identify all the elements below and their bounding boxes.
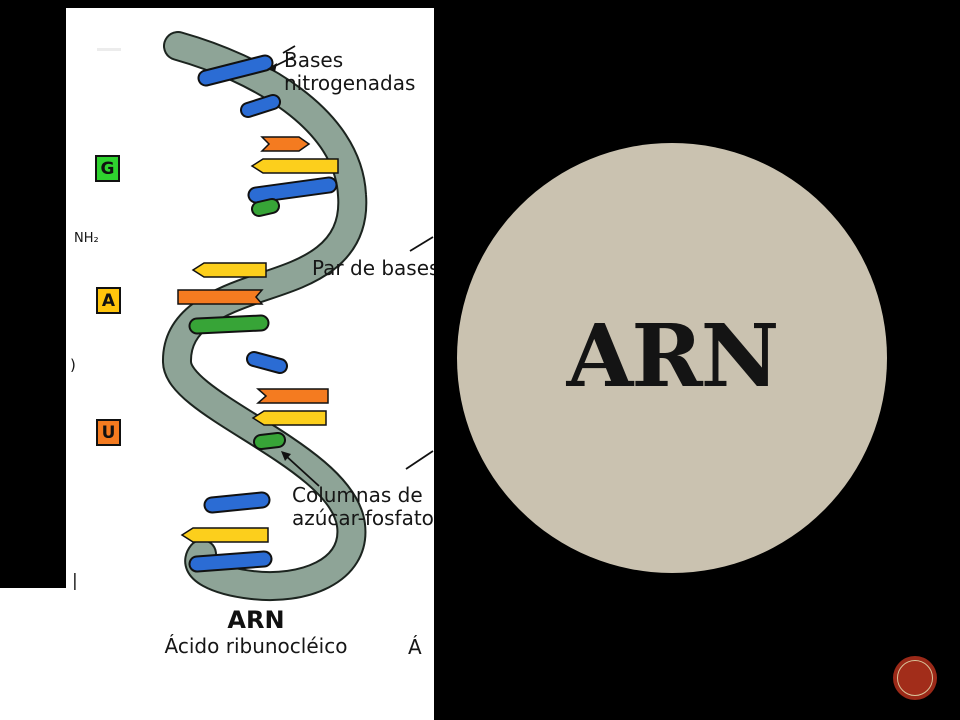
base-arrow-yellow	[250, 158, 339, 174]
base-rod-green	[255, 434, 284, 448]
base-rod-green	[253, 200, 278, 215]
rna-helix-illustration	[162, 31, 434, 601]
title-circle: ARN	[457, 143, 887, 573]
bases-arrowhead	[267, 63, 277, 72]
base-arrow-orange	[260, 136, 311, 152]
base-arrow-yellow	[191, 262, 267, 278]
columns-leader-line	[284, 454, 320, 487]
cropped-second-caption-fragment: Á	[408, 635, 422, 659]
columns-arrowhead	[281, 451, 291, 461]
nucleotide-letter-u: U	[101, 422, 116, 443]
corner-badge-icon	[893, 656, 937, 700]
bases-label: Bases nitrogenadas	[284, 48, 416, 95]
cropped-paren-fragment: )	[70, 356, 76, 374]
columns-label: Columnas de azúcar-fosfato	[292, 483, 434, 530]
slide-title: ARN	[566, 305, 780, 407]
base-rod-blue	[190, 552, 271, 571]
nucleotide-letter-a: A	[101, 290, 116, 311]
sugar-phosphate-ribbon	[162, 31, 368, 601]
nucleotide-box-u: U	[96, 419, 121, 446]
base-rods	[177, 54, 339, 573]
corner-badge-ring	[897, 660, 933, 696]
cropped-bar-fragment: |	[72, 571, 78, 591]
base-pair-label: Par de bases	[312, 256, 434, 280]
base-rod-blue	[242, 96, 279, 116]
nucleotide-letter-g: G	[100, 158, 115, 179]
nh2-label: NH₂	[74, 231, 99, 246]
nucleotide-box-a: A	[96, 287, 121, 314]
base-rod-blue	[248, 353, 286, 372]
base-rod-blue	[199, 56, 272, 85]
base-pair-leader-line	[409, 236, 434, 252]
base-arrow-orange	[256, 388, 329, 404]
panel-extension	[0, 588, 66, 720]
base-rod-green	[190, 316, 268, 333]
base-arrow-orange	[177, 289, 264, 305]
diagram-caption-subtitle: Ácido ribunocléico	[164, 634, 348, 658]
columns-leader-tick	[405, 450, 434, 470]
rna-diagram-panel: Bases nitrogenadas Par de bases Columnas…	[66, 8, 434, 720]
base-arrow-yellow	[251, 410, 327, 426]
bases-leader-tick	[282, 45, 296, 54]
base-rod-blue	[249, 178, 336, 202]
base-arrow-yellow	[180, 527, 269, 543]
base-rod-blue	[205, 493, 269, 512]
nucleotide-box-g: G	[95, 155, 120, 182]
diagram-caption-title: ARN	[227, 606, 285, 634]
cropped-structure-fragment	[97, 48, 121, 51]
